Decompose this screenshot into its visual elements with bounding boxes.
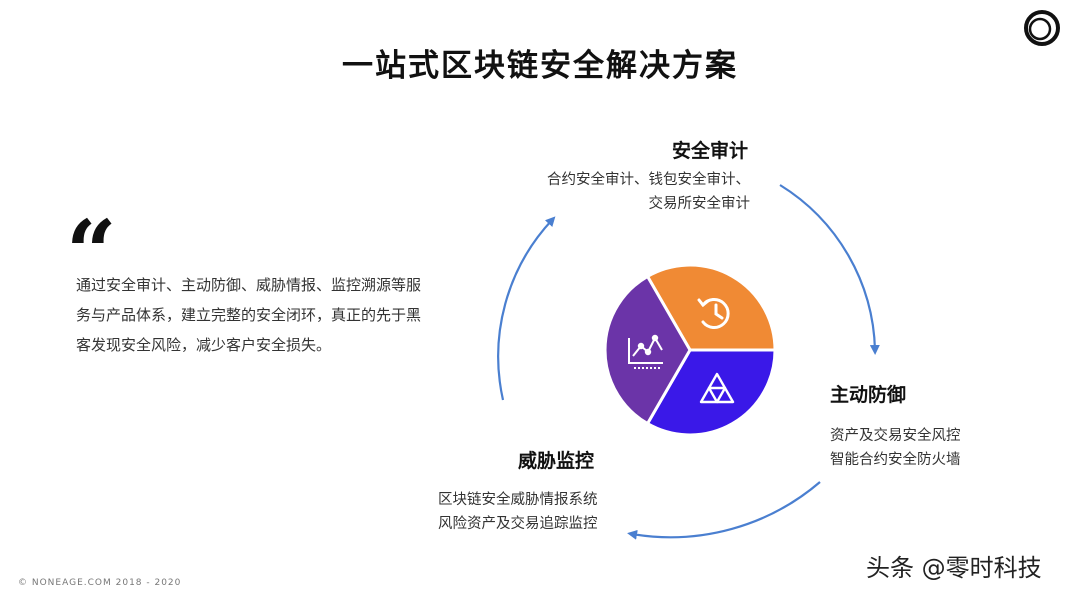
audit-desc-line-2: 交易所安全审计 [648,196,751,212]
cycle-arrow-defense-to-threat [627,481,821,540]
defense-description: 资产及交易安全风控 智能合约安全防火墙 [830,424,961,472]
threat-description: 区块链安全威胁情报系统 风险资产及交易追踪监控 [438,488,598,536]
audit-description: 合约安全审计、钱包安全审计、 交易所安全审计 [500,168,750,216]
footer-copyright: © NONEAGE.COM 2018 - 2020 [18,578,182,588]
cycle-arrow-threat-to-audit [497,216,556,401]
quote-text: 通过安全审计、主动防御、威胁情报、监控溯源等服务与产品体系，建立完整的安全闭环，… [76,276,422,354]
defense-title: 主动防御 [830,384,907,406]
triangle-network-icon [699,372,735,404]
audit-desc-line-1: 合约安全审计、钱包安全审计、 [547,172,750,188]
quote-mark: “ [66,200,117,304]
defense-desc-line-1: 资产及交易安全风控 [830,428,961,444]
page-title: 一站式区块链安全解决方案 [342,48,738,84]
audit-title: 安全审计 [671,140,748,162]
threat-desc-line-2: 风险资产及交易追踪监控 [438,516,598,532]
line-chart-icon [628,334,663,369]
service-pie [603,263,777,437]
history-clock-icon [697,298,730,329]
watermark: 头条 @零时科技 [866,554,1042,582]
defense-desc-line-2: 智能合约安全防火墙 [830,452,961,468]
threat-desc-line-1: 区块链安全威胁情报系统 [438,492,598,508]
cycle-arrow-audit-to-defense [779,184,880,355]
threat-title: 威胁监控 [518,450,595,472]
brand-logo-icon [1024,10,1060,46]
